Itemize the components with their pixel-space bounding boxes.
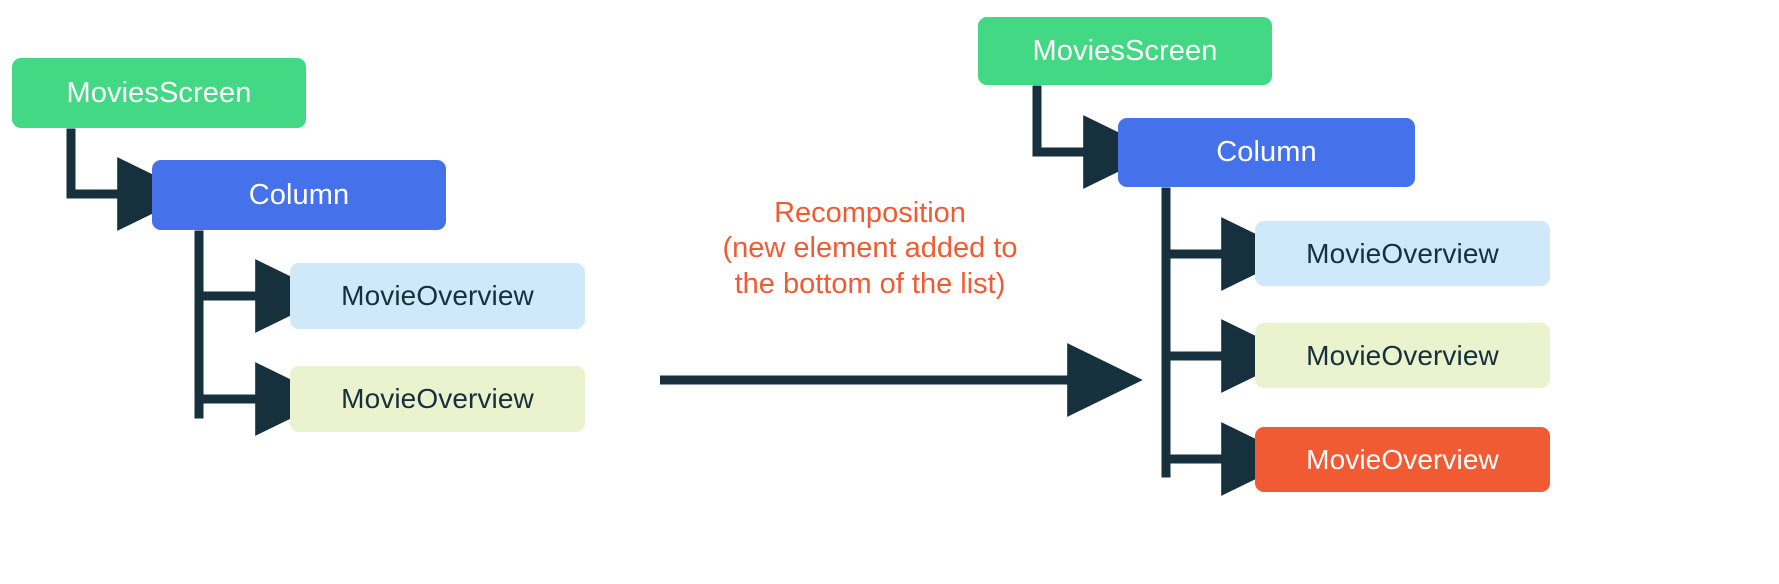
- after-node-movie-overview-1[interactable]: MovieOverview: [1255, 221, 1550, 286]
- connector-moviesscreen-to-column: [66, 128, 193, 231]
- after-node-movie-overview-2[interactable]: MovieOverview: [1255, 323, 1550, 388]
- after-node-movie-overview-3-new-label: MovieOverview: [1306, 443, 1499, 475]
- connector-moviesscreen-to-column-after: [1032, 85, 1159, 189]
- after-node-movie-overview-2-label: MovieOverview: [1306, 339, 1499, 371]
- recomposition-caption-line-2: (new element added to: [722, 232, 1018, 265]
- before-node-column-label: Column: [248, 178, 350, 211]
- before-node-movies-screen[interactable]: MoviesScreen: [12, 58, 306, 128]
- before-tree-connectors: [66, 128, 331, 436]
- after-node-movie-overview-3-new[interactable]: MovieOverview: [1255, 427, 1550, 492]
- after-node-movies-screen[interactable]: MoviesScreen: [978, 17, 1272, 85]
- after-node-column-label: Column: [1216, 136, 1317, 168]
- after-tree-connectors: [1032, 85, 1297, 496]
- recomposition-caption-line-1: Recomposition: [774, 197, 966, 229]
- before-node-movie-overview-1[interactable]: MovieOverview: [290, 263, 585, 329]
- after-node-movie-overview-1-label: MovieOverview: [1306, 237, 1499, 269]
- after-node-movies-screen-label: MoviesScreen: [1032, 34, 1218, 67]
- after-node-column[interactable]: Column: [1118, 118, 1415, 187]
- before-node-column[interactable]: Column: [152, 160, 446, 230]
- before-node-movie-overview-2-label: MovieOverview: [341, 383, 534, 414]
- before-node-movie-overview-1-label: MovieOverview: [341, 280, 534, 311]
- before-node-movie-overview-2[interactable]: MovieOverview: [290, 366, 585, 432]
- recomposition-caption-line-3: the bottom of the list): [734, 267, 1006, 300]
- recomposition-caption: Recomposition (new element added to the …: [660, 196, 1080, 302]
- before-node-movies-screen-label: MoviesScreen: [66, 76, 252, 109]
